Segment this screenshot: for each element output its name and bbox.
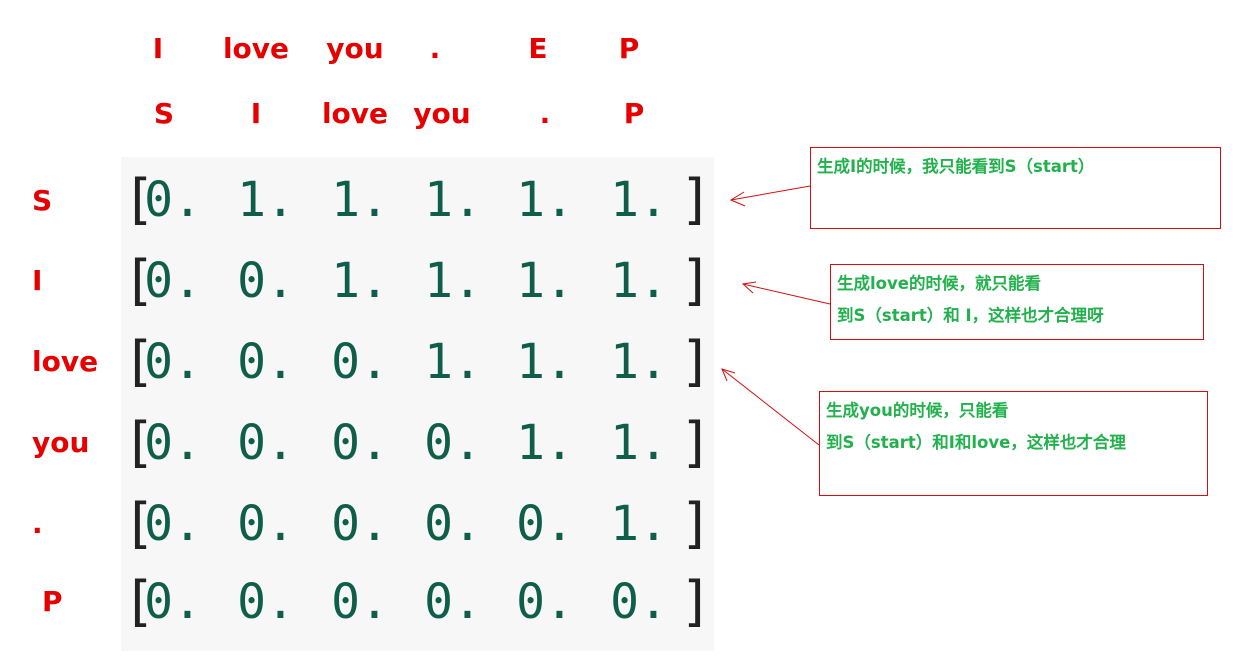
matrix-cell: 0.: [424, 496, 482, 552]
matrix-cell: 1.: [331, 172, 389, 228]
matrix-cell: 1.: [610, 496, 668, 552]
matrix-cell: 1.: [424, 172, 482, 228]
row-label: .: [32, 507, 43, 540]
matrix-cell: 0.: [237, 253, 295, 309]
matrix-cell: 1.: [516, 415, 574, 471]
matrix-cell: 1.: [610, 334, 668, 390]
row-label: I: [32, 264, 43, 297]
matrix-cell: 0.: [144, 253, 202, 309]
header1-label: .: [429, 32, 441, 65]
row-label: S: [32, 184, 53, 217]
arrow-1-head: [729, 191, 746, 207]
header1-label: I: [152, 32, 164, 65]
matrix-cell: 0.: [237, 496, 295, 552]
matrix-open-bracket: [: [122, 330, 156, 393]
matrix-cell: 0.: [144, 574, 202, 630]
header1-label: you: [326, 32, 384, 65]
note-3-line: 到S（start）和I和love，这样也才合理: [826, 433, 1126, 453]
note-2-line: 生成love的时候，就只能看: [837, 274, 1041, 293]
note-2-line: 到S（start）和 I，这样也才合理呀: [837, 306, 1104, 326]
matrix-cell: 1.: [331, 253, 389, 309]
arrow-2: [742, 283, 831, 305]
matrix-open-bracket: [: [122, 570, 156, 633]
matrix-cell: 0.: [331, 496, 389, 552]
matrix-cell: 1.: [610, 172, 668, 228]
header2-label: love: [321, 97, 389, 130]
matrix-open-bracket: [: [122, 492, 156, 555]
matrix-open-bracket: [: [122, 168, 156, 231]
matrix-cell: 1.: [610, 415, 668, 471]
row-label: love: [32, 345, 99, 378]
matrix-cell: 1.: [516, 253, 574, 309]
matrix-close-bracket: ]: [679, 168, 713, 231]
matrix-cell: 0.: [424, 415, 482, 471]
matrix-cell: 0.: [237, 574, 295, 630]
header1-label: P: [618, 32, 640, 65]
row-label: P: [42, 585, 63, 618]
header2-label: S: [153, 97, 175, 130]
matrix-cell: 0.: [144, 415, 202, 471]
note-1-line: 生成I的时候，我只能看到S（start）: [817, 157, 1095, 176]
note-3-line: 生成you的时候，只能看: [826, 401, 1009, 420]
matrix-open-bracket: [: [122, 411, 156, 474]
row-label: you: [32, 426, 90, 459]
matrix-close-bracket: ]: [679, 411, 713, 474]
note-box-1: 生成I的时候，我只能看到S（start）: [810, 147, 1221, 229]
header2-label: .: [539, 97, 551, 130]
arrow-2-head: [741, 281, 757, 294]
matrix-cell: 1.: [237, 172, 295, 228]
arrow-3: [721, 368, 820, 446]
matrix-cell: 1.: [516, 172, 574, 228]
arrow-3-head: [721, 368, 736, 382]
matrix-cell: 1.: [424, 334, 482, 390]
header1-label: E: [528, 32, 548, 65]
matrix-cell: 0.: [144, 172, 202, 228]
matrix-cell: 0.: [331, 334, 389, 390]
matrix-cell: 1.: [424, 253, 482, 309]
arrow-1: [730, 185, 811, 201]
note-box-2: 生成love的时候，就只能看 到S（start）和 I，这样也才合理呀: [830, 264, 1204, 340]
matrix-cell: 0.: [516, 496, 574, 552]
header2-label: you: [413, 97, 471, 130]
mask-matrix: [0. 1. 1. 1. 1. 1.] [0. 0. 1. 1. 1. 1.] [0. 0. 0. 1. 1. 1…: [121, 157, 714, 651]
matrix-close-bracket: ]: [679, 330, 713, 393]
matrix-cell: 0.: [144, 496, 202, 552]
header2-label: I: [250, 97, 262, 130]
matrix-cell: 0.: [516, 574, 574, 630]
matrix-cell: 1.: [610, 253, 668, 309]
matrix-cell: 0.: [237, 415, 295, 471]
note-box-3: 生成you的时候，只能看 到S（start）和I和love，这样也才合理: [819, 391, 1208, 496]
header2-label: P: [623, 97, 645, 130]
matrix-close-bracket: ]: [679, 492, 713, 555]
matrix-cell: 0.: [610, 574, 668, 630]
matrix-cell: 1.: [516, 334, 574, 390]
matrix-cell: 0.: [144, 334, 202, 390]
matrix-cell: 0.: [424, 574, 482, 630]
matrix-open-bracket: [: [122, 249, 156, 312]
header1-label: love: [222, 32, 290, 65]
matrix-cell: 0.: [331, 574, 389, 630]
matrix-cell: 0.: [331, 415, 389, 471]
matrix-close-bracket: ]: [679, 570, 713, 633]
matrix-close-bracket: ]: [679, 249, 713, 312]
matrix-cell: 0.: [237, 334, 295, 390]
